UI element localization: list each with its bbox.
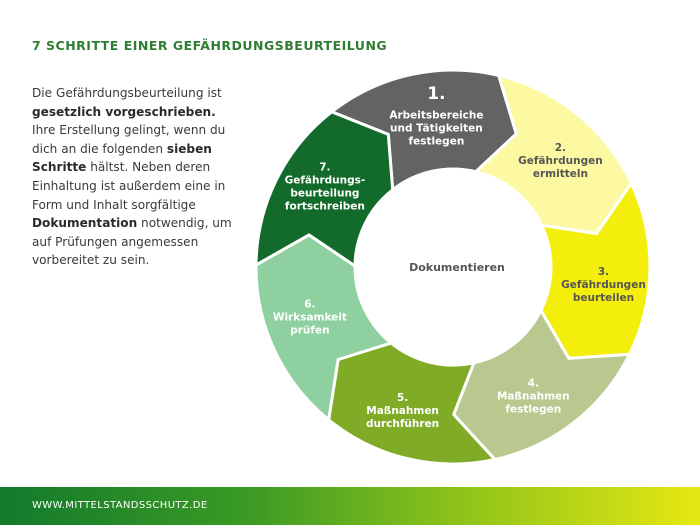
step-text-line: fortschreiben <box>285 201 365 213</box>
step-text-line: Gefährdungen <box>518 155 603 167</box>
step-text-line: ermitteln <box>533 168 588 180</box>
step-text-line: durchführen <box>366 418 439 430</box>
step-number: 5. <box>397 392 408 404</box>
step-text-line: Gefährdungs- <box>285 175 366 187</box>
intro-part-4: notwendig, um auf Prüfungen angemessen v… <box>32 216 232 268</box>
intro-bold-2: sieben Schritte <box>32 141 212 175</box>
intro-part-1: Die Gefährdungsbeurteilung ist <box>32 86 222 100</box>
step-number: 1. <box>427 84 445 104</box>
step-text-line: Arbeitsbereiche <box>389 109 483 121</box>
center-circle <box>355 169 551 365</box>
intro-text: Die Gefährdungsbeurteilung ist gesetzlic… <box>32 84 232 270</box>
step-number: 4. <box>528 377 539 389</box>
intro-bold-1: gesetzlich vorgeschrieben. <box>32 104 216 119</box>
footer-bar: WWW.MITTELSTANDSSCHUTZ.DE <box>0 487 700 525</box>
footer-url: WWW.MITTELSTANDSSCHUTZ.DE <box>32 500 208 511</box>
cycle-segments <box>254 68 652 466</box>
step-text-line: prüfen <box>290 325 329 337</box>
intro-part-2: Ihre Erstellung gelingt, wenn du dich an… <box>32 123 226 156</box>
step-number: 3. <box>598 266 609 278</box>
step-text-line: Maßnahmen <box>366 405 439 417</box>
step-text-line: festlegen <box>409 135 465 147</box>
step-text-line: Gefährdungen <box>561 279 646 291</box>
step-text-line: beurteilung <box>290 188 359 200</box>
step-number: 7. <box>319 162 330 174</box>
step-text-line: festlegen <box>505 403 561 415</box>
page-title: 7 SCHRITTE EINER GEFÄHRDUNGSBEURTEILUNG <box>32 38 388 53</box>
step-text-line: Wirksamkeit <box>273 312 347 324</box>
step-text-line: beurteilen <box>573 292 634 304</box>
center-label: Dokumentieren <box>409 261 505 274</box>
step-number: 6. <box>304 299 315 311</box>
step-text-line: Maßnahmen <box>497 390 570 402</box>
step-text-line: und Tätigkeiten <box>390 122 483 134</box>
intro-part-3: hältst. Neben deren Einhaltung ist außer… <box>32 160 226 212</box>
intro-bold-3: Dokumentation <box>32 216 138 231</box>
step-number: 2. <box>555 142 566 154</box>
